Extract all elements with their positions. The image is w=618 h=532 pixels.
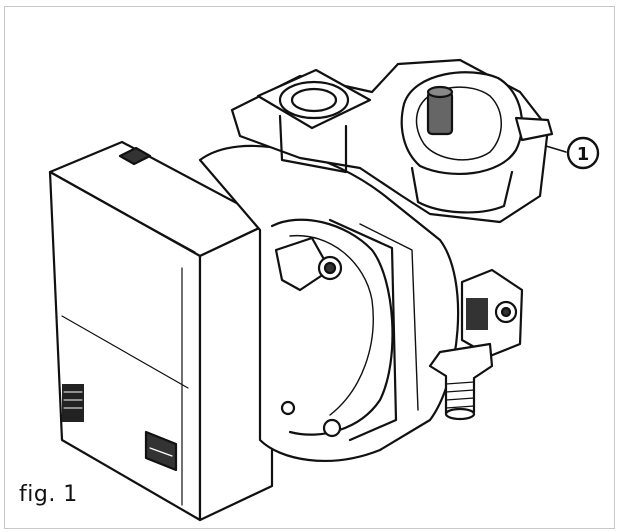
- callout-number: 1: [577, 144, 590, 165]
- control-box: [48, 140, 274, 522]
- figure-frame: [4, 6, 615, 529]
- vent-plug: [426, 90, 454, 136]
- vent-grille: [62, 384, 84, 422]
- logo-plate: [144, 430, 178, 472]
- callout-1: 1: [545, 136, 600, 170]
- motor-housing: [198, 144, 460, 462]
- outlet-fitting: [428, 268, 524, 421]
- figure-caption: fig. 1: [19, 482, 78, 507]
- pump-head: [230, 58, 554, 224]
